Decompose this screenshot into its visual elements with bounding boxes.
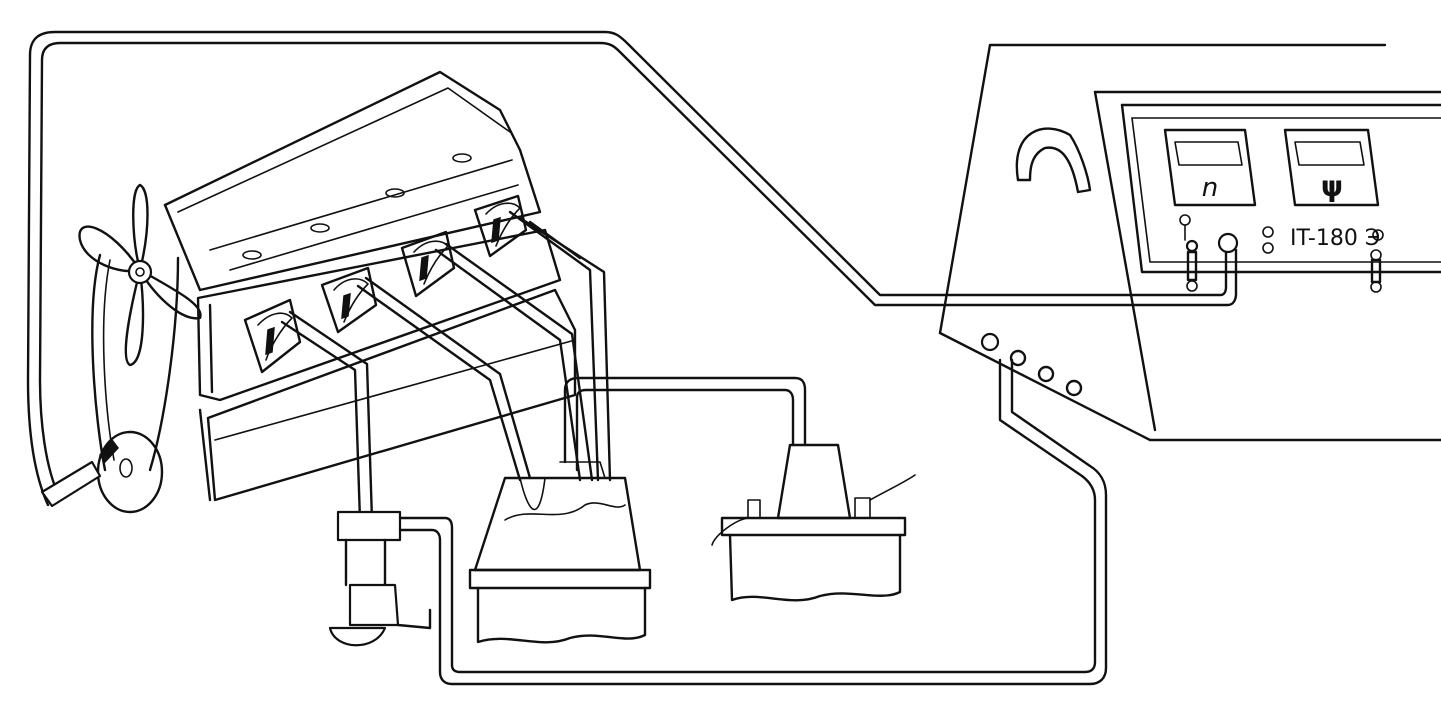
sensor-cable — [26, 30, 1238, 508]
test-stand — [938, 43, 1441, 442]
spark-plug-2 — [320, 266, 378, 334]
ignition-wires — [280, 210, 612, 522]
ignition-coil — [711, 443, 916, 602]
meter-psi-label: ψ — [1321, 170, 1343, 203]
meter-n-label: n — [1202, 173, 1218, 203]
device-name-label: IT-180 Э — [1290, 226, 1380, 251]
engine-block — [163, 70, 577, 502]
spark-plug-4 — [473, 194, 528, 258]
cooling-fan — [78, 183, 202, 472]
cylinder-sensor-clamp — [328, 358, 1108, 686]
distributor — [468, 461, 652, 644]
crank-pulley — [96, 430, 164, 514]
spark-plug-1 — [243, 298, 302, 374]
coil-cable — [563, 376, 807, 472]
